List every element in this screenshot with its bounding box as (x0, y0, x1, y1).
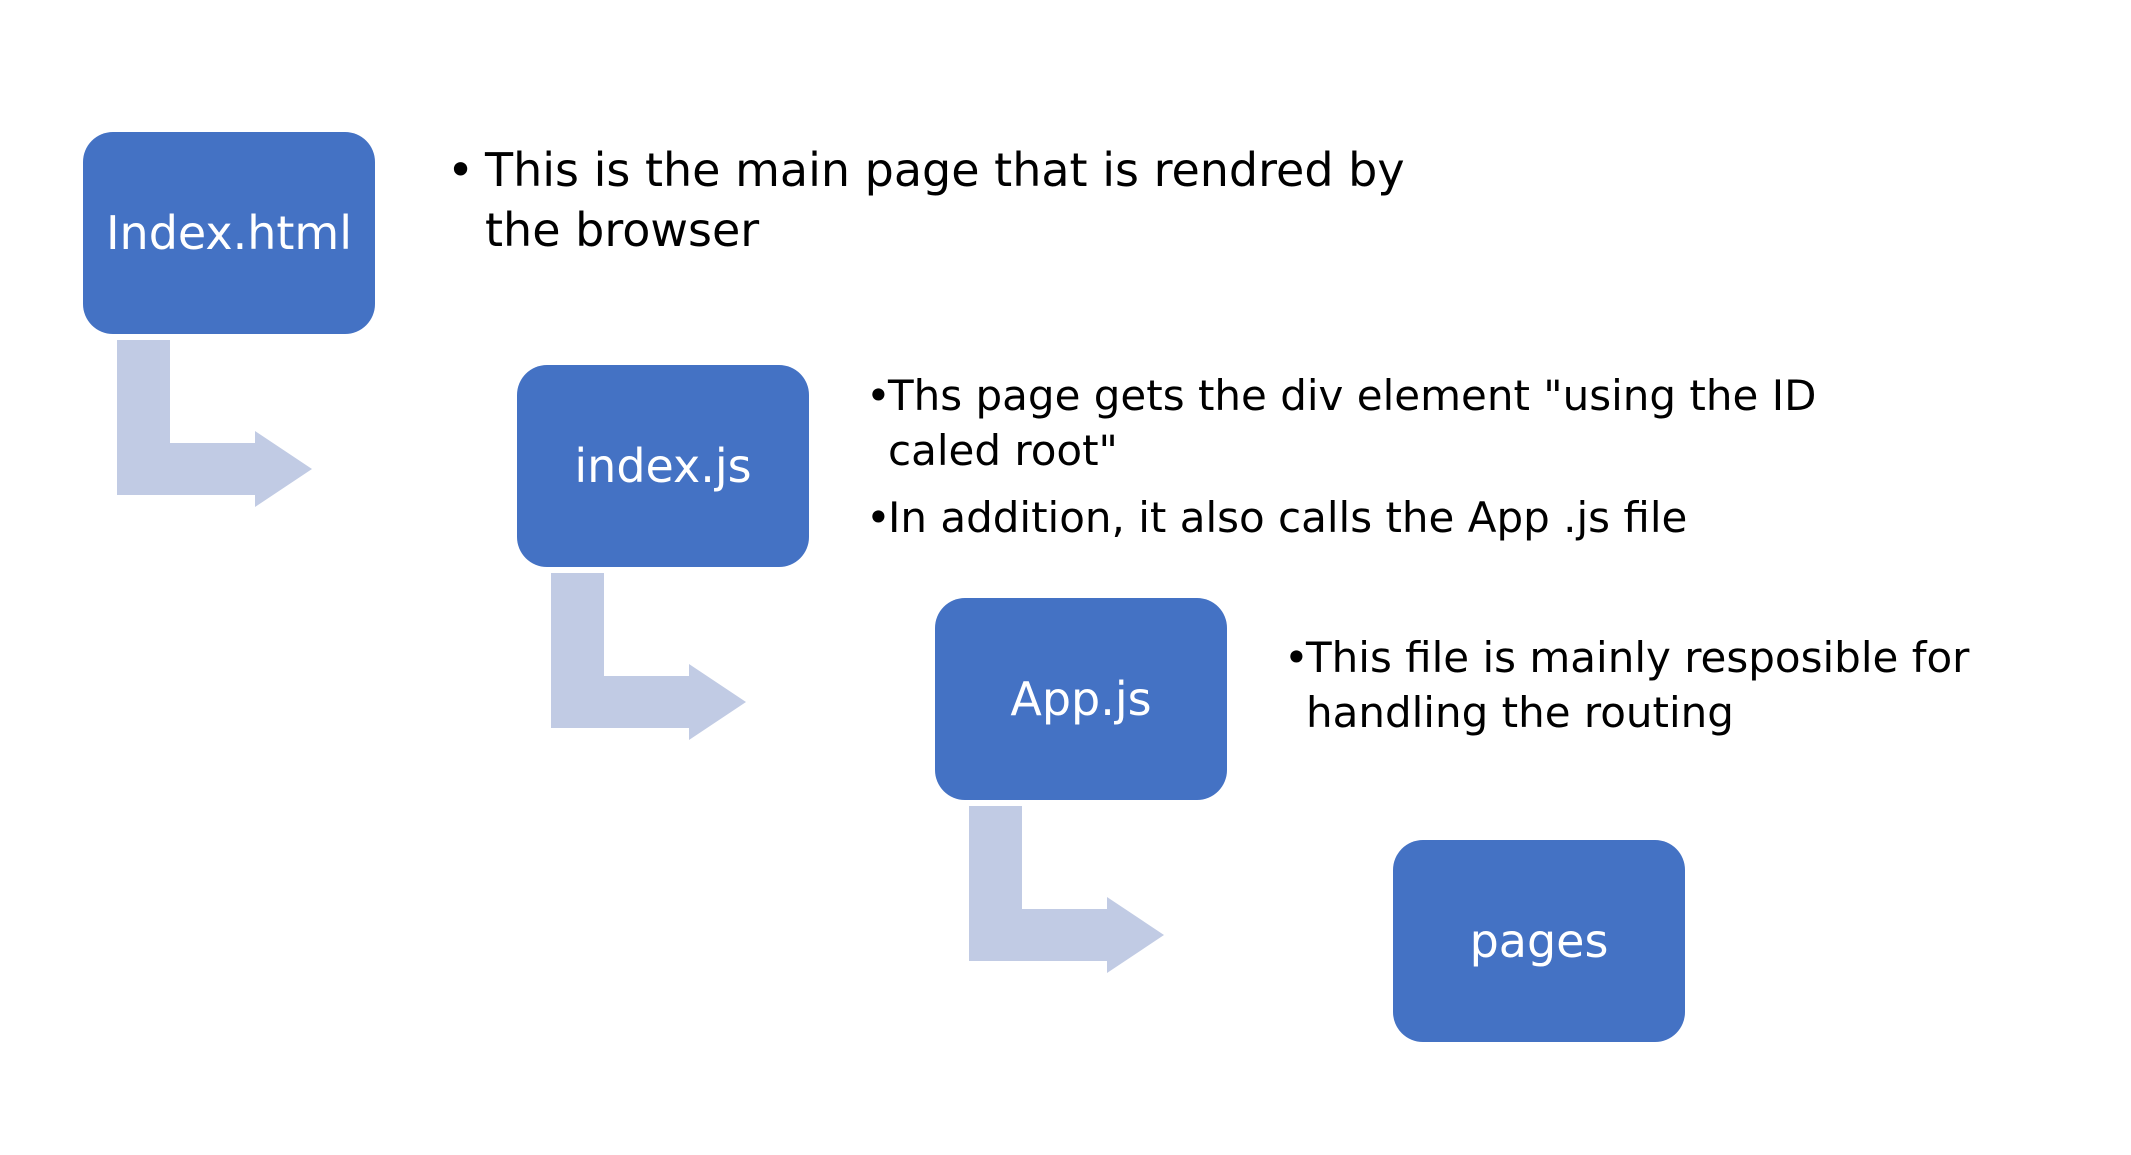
description-item: • In addition, it also calls the App .js… (866, 490, 1846, 545)
description-item: • This file is mainly resposible for han… (1284, 630, 2084, 740)
bent-arrow-shape (117, 340, 312, 507)
node-index-js: index.js (517, 365, 809, 567)
node-label: App.js (1010, 672, 1152, 726)
description-item: • This is the main page that is rendred … (447, 140, 1427, 260)
bullet: • (866, 371, 891, 420)
index-html-description: • This is the main page that is rendred … (447, 140, 1427, 260)
node-label: pages (1469, 914, 1609, 968)
node-index-html: Index.html (83, 132, 375, 334)
description-text: This file is mainly resposible for handl… (1306, 633, 1970, 737)
description-text: In addition, it also calls the App .js f… (888, 493, 1688, 542)
bent-arrow-app-js-to-pages (969, 806, 1169, 986)
description-text: Ths page gets the div element "using the… (888, 371, 1817, 475)
bullet: • (1284, 633, 1309, 682)
index-js-description: • Ths page gets the div element "using t… (866, 368, 1846, 557)
app-js-description: • This file is mainly resposible for han… (1284, 630, 2084, 740)
bent-arrow-index-js-to-app-js (551, 573, 751, 753)
node-app-js: App.js (935, 598, 1227, 800)
bent-arrow-shape (969, 806, 1164, 973)
bullet: • (866, 493, 891, 542)
bullet: • (447, 143, 475, 197)
node-label: index.js (574, 439, 752, 493)
node-label: Index.html (105, 206, 353, 260)
bent-arrow-shape (551, 573, 746, 740)
node-pages: pages (1393, 840, 1685, 1042)
description-text: This is the main page that is rendred by… (485, 143, 1405, 257)
bent-arrow-index-html-to-index-js (117, 340, 317, 520)
description-item: • Ths page gets the div element "using t… (866, 368, 1846, 478)
